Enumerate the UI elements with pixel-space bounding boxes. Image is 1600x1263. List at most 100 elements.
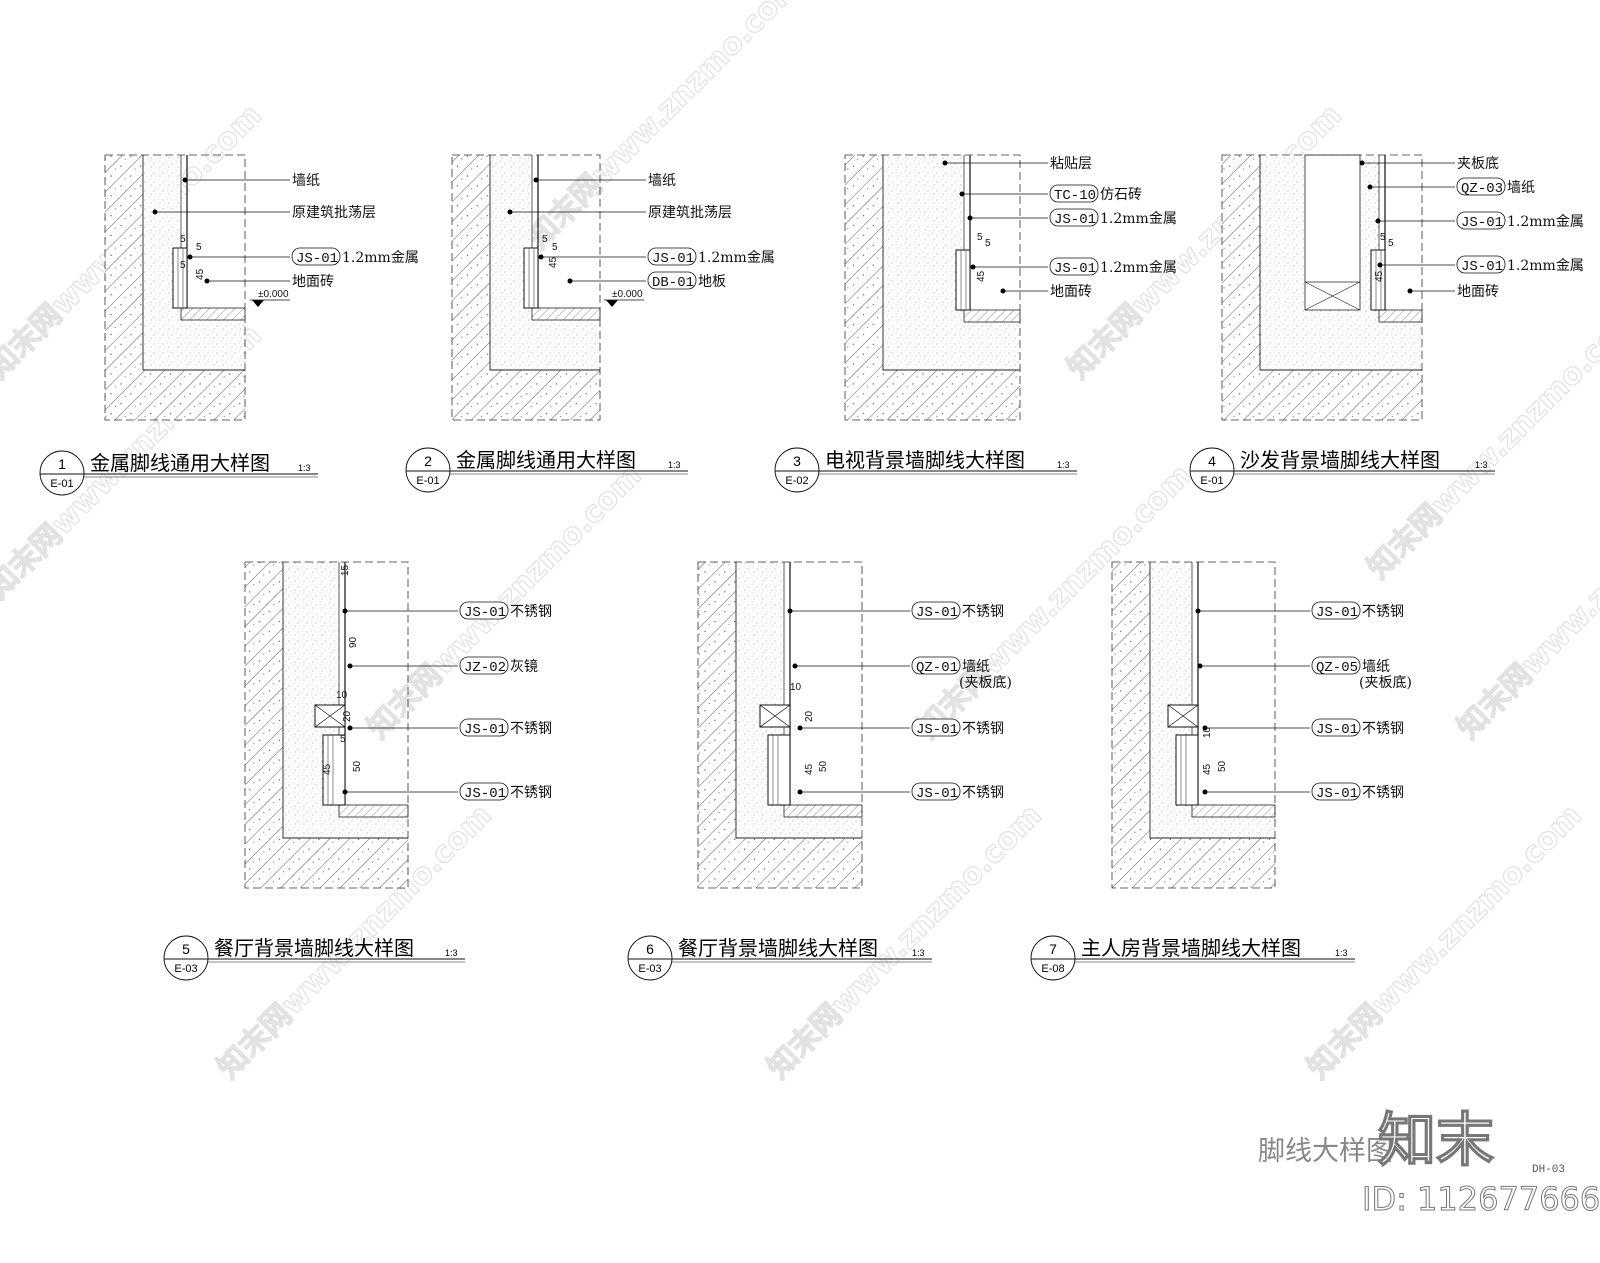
- leader-dot: [1197, 663, 1203, 669]
- detail-scale: 1:3: [1475, 460, 1488, 470]
- detail-title: 电视背景墙脚线大样图: [825, 448, 1025, 472]
- material-tag-outline: [1311, 601, 1361, 620]
- detail-boundary: [104, 154, 246, 421]
- image-id: ID: 1126776662: [1362, 1180, 1600, 1218]
- dimension-text: 5: [977, 232, 983, 243]
- detail-boundary: [844, 154, 1021, 421]
- material-tag-outline: [459, 656, 509, 675]
- material-tag: JS-01: [464, 605, 506, 621]
- detail-boundary: [451, 154, 601, 421]
- material-label: 地面砖: [1457, 284, 1499, 300]
- material-label: 1.2mm金属: [1100, 211, 1177, 227]
- material-tag: JS-01: [1316, 722, 1358, 738]
- detail-title: 金属脚线通用大样图: [90, 451, 270, 475]
- dimension-text: 50: [352, 760, 363, 772]
- material-tag-outline: [647, 247, 697, 266]
- concrete-wall: [1222, 155, 1260, 420]
- detail-scale: 1:3: [912, 948, 925, 958]
- leader-dot: [1407, 288, 1413, 294]
- leader-dot: [967, 215, 973, 221]
- floor-finish: [783, 804, 863, 818]
- leader-dot: [347, 725, 353, 731]
- detail-bubble: [39, 450, 85, 496]
- material-label: 不锈钢: [962, 604, 1004, 620]
- dimension-text: 45: [548, 256, 559, 268]
- skirting-board: [1175, 734, 1199, 806]
- material-tag-outline: [911, 782, 961, 801]
- material-tag-outline: [459, 718, 509, 737]
- detail-bubble: [405, 447, 451, 493]
- concrete-wall: [105, 155, 143, 420]
- concrete-wall: [845, 155, 883, 420]
- material-tag: JS-01: [916, 786, 958, 802]
- detail-number: 4: [1208, 453, 1216, 469]
- detail-scale: 1:3: [298, 463, 311, 473]
- material-tag-outline: [459, 782, 509, 801]
- detail-title: 沙发背景墙脚线大样图: [1240, 448, 1440, 472]
- material-tag-outline: [1049, 208, 1099, 227]
- material-tag-outline: [647, 271, 697, 290]
- dimension-text: 10: [336, 690, 348, 701]
- material-tag-outline: [911, 718, 961, 737]
- title-block: 脚线大样图 知末 DH-03 ID: 1126776662: [1258, 1105, 1600, 1218]
- detail-scale: 1:3: [1057, 460, 1070, 470]
- material-tag: JS-01: [296, 251, 338, 267]
- detail-boundary: [244, 561, 409, 889]
- material-label: 地板: [698, 274, 726, 290]
- material-label: 地面砖: [292, 274, 334, 290]
- concrete-wall: [452, 155, 490, 420]
- detail-reference: E-03: [174, 963, 197, 975]
- watermark-text: 知末网www.znzmo.com: [361, 458, 649, 746]
- material-label: 灰镜: [510, 659, 538, 675]
- floor-finish: [963, 309, 1021, 323]
- leader-dot: [533, 177, 539, 183]
- detail-reference: E-02: [785, 475, 808, 487]
- concrete-slab: [490, 370, 600, 420]
- logo: 知末: [1378, 1106, 1494, 1174]
- material-label: 1.2mm金属: [698, 250, 775, 266]
- leader-dot: [1359, 160, 1365, 166]
- floor-finish: [338, 804, 409, 818]
- leader-dot: [152, 209, 158, 215]
- detail-title: 主人房背景墙脚线大样图: [1081, 936, 1301, 960]
- material-tag: JS-01: [1054, 212, 1096, 228]
- floor-finish: [1378, 309, 1423, 323]
- material-tag: JS-01: [1316, 605, 1358, 621]
- structure-edge: [882, 155, 1020, 371]
- skirting-board: [172, 247, 188, 309]
- dimension-text: 45: [1374, 270, 1385, 282]
- concrete-slab: [736, 838, 862, 888]
- material-tag-outline: [911, 601, 961, 620]
- dimension-text: 45: [322, 763, 333, 775]
- leader-dot: [1195, 608, 1201, 614]
- material-tag: QZ-03: [1461, 181, 1503, 197]
- detail-boundary: [1221, 154, 1423, 421]
- leader-dot: [1367, 184, 1373, 190]
- leader-dot: [1377, 262, 1383, 268]
- concrete-slab: [1150, 838, 1275, 888]
- floor-finish: [1191, 804, 1276, 818]
- detail-reference: E-01: [1200, 475, 1223, 487]
- material-label: 不锈钢: [510, 721, 552, 737]
- structure-edge: [1149, 562, 1275, 839]
- concrete-slab: [883, 370, 1020, 420]
- structure-edge: [735, 562, 862, 839]
- leader-dot: [787, 608, 793, 614]
- detail-number: 6: [646, 941, 654, 957]
- material-tag: QZ-01: [916, 660, 958, 676]
- skirting-board: [322, 734, 346, 806]
- material-tag-outline: [1049, 257, 1099, 276]
- sheet-number: DH-03: [1532, 1164, 1565, 1176]
- structure-edge: [489, 155, 600, 371]
- skirting-board: [523, 247, 539, 309]
- dimension-text: 45: [1202, 763, 1213, 775]
- material-label: 1.2mm金属: [1507, 214, 1584, 230]
- dimension-text: 5: [985, 238, 991, 249]
- detail-bubble: [774, 447, 820, 493]
- floor-finish: [180, 307, 246, 321]
- material-label: 原建筑批荡层: [648, 205, 732, 221]
